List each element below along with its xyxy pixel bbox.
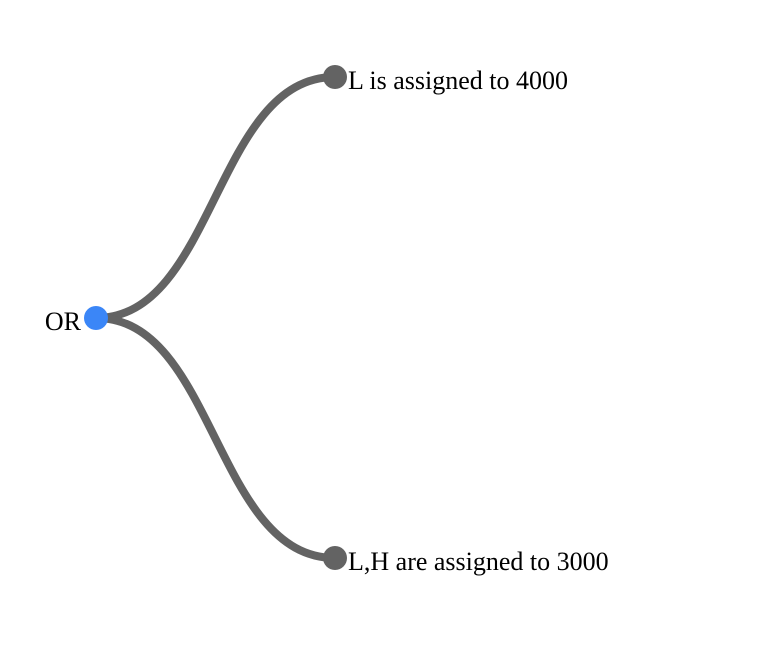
child-node-label-bottom: L,H are assigned to 3000 bbox=[348, 547, 609, 576]
root-node-dot[interactable] bbox=[84, 306, 108, 330]
child-node-dot-bottom[interactable] bbox=[323, 546, 347, 570]
child-node-bottom[interactable]: L,H are assigned to 3000 bbox=[323, 546, 609, 576]
child-node-label-top: L is assigned to 4000 bbox=[348, 66, 568, 95]
tree-links bbox=[92, 73, 339, 562]
child-node-dot-top[interactable] bbox=[323, 65, 347, 89]
root-node-label: OR bbox=[45, 307, 82, 336]
child-node-top[interactable]: L is assigned to 4000 bbox=[323, 65, 568, 95]
tree-link-bottom bbox=[92, 314, 339, 562]
tree-link-top bbox=[92, 73, 339, 322]
tree-nodes: OR L is assigned to 4000 L,H are assigne… bbox=[45, 65, 609, 576]
root-node[interactable]: OR bbox=[45, 306, 108, 336]
